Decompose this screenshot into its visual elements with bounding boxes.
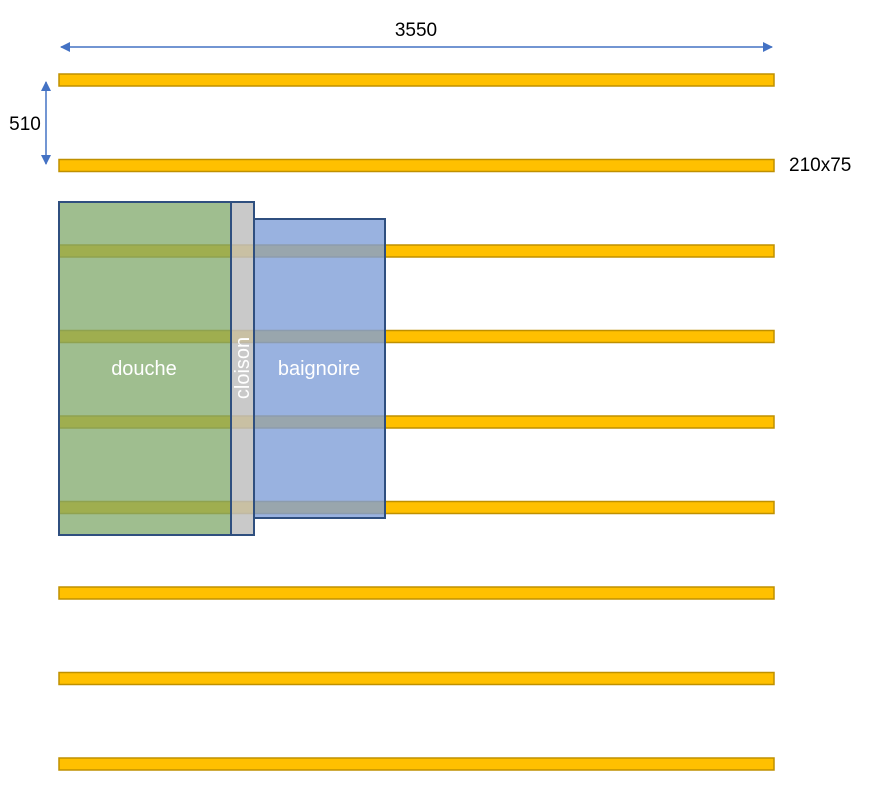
spacing-dimension-label: 510 bbox=[9, 114, 41, 135]
joist-1 bbox=[58, 73, 775, 87]
joist-size-label: 210x75 bbox=[789, 155, 851, 176]
partition-label: cloison bbox=[232, 337, 254, 399]
joist-2 bbox=[58, 158, 775, 173]
joist-7 bbox=[58, 586, 775, 600]
shower-label: douche bbox=[111, 358, 177, 380]
dimensions-group: 3550 510 210x75 bbox=[9, 20, 851, 176]
zones-group: douche cloison baignoire bbox=[58, 201, 386, 536]
bathtub-zone bbox=[253, 218, 386, 519]
joist-8 bbox=[58, 671, 775, 686]
bathtub-label: baignoire bbox=[278, 358, 360, 380]
joist-9 bbox=[58, 757, 775, 771]
width-dimension-label: 3550 bbox=[395, 20, 437, 41]
